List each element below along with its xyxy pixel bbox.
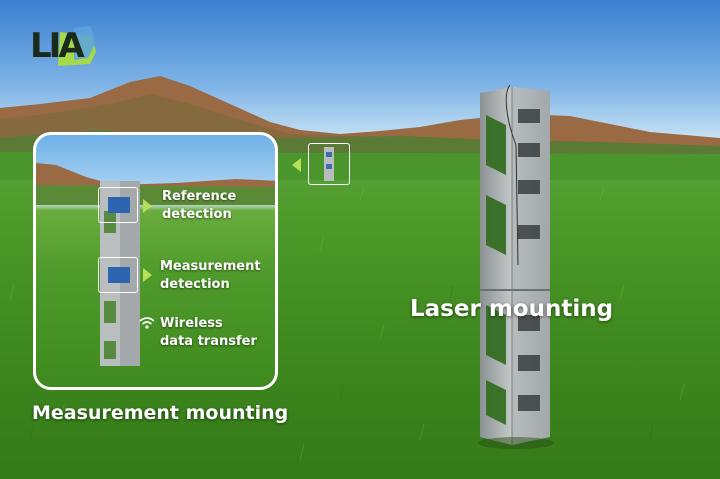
logo-text: LIA [30,26,85,66]
logo-accent-shape [58,26,96,66]
small-pole-thumbnail [324,147,334,181]
measurement-mounting-inset [33,132,278,390]
measurement-detection-label: Measurement detection [160,259,261,292]
wireless-data-transfer-label: Wireless data transfer [160,316,257,349]
reference-detection-arrow [143,199,152,213]
inset-pole [100,181,140,366]
pointer-arrow [292,158,301,172]
measurement-mounting-caption: Measurement mounting [32,402,289,424]
wifi-icon [139,317,155,329]
zoom-source-box [308,143,350,185]
lia-logo: LIA [30,22,100,72]
measurement-detection-arrow [143,268,152,282]
inset-hill [36,163,275,205]
reference-detection-box [98,187,138,223]
laser-mounting-pole [478,85,554,449]
reference-detection-label: Reference detection [162,189,237,222]
measurement-detection-box [98,257,138,293]
laser-mounting-caption: Laser mounting [410,296,614,322]
